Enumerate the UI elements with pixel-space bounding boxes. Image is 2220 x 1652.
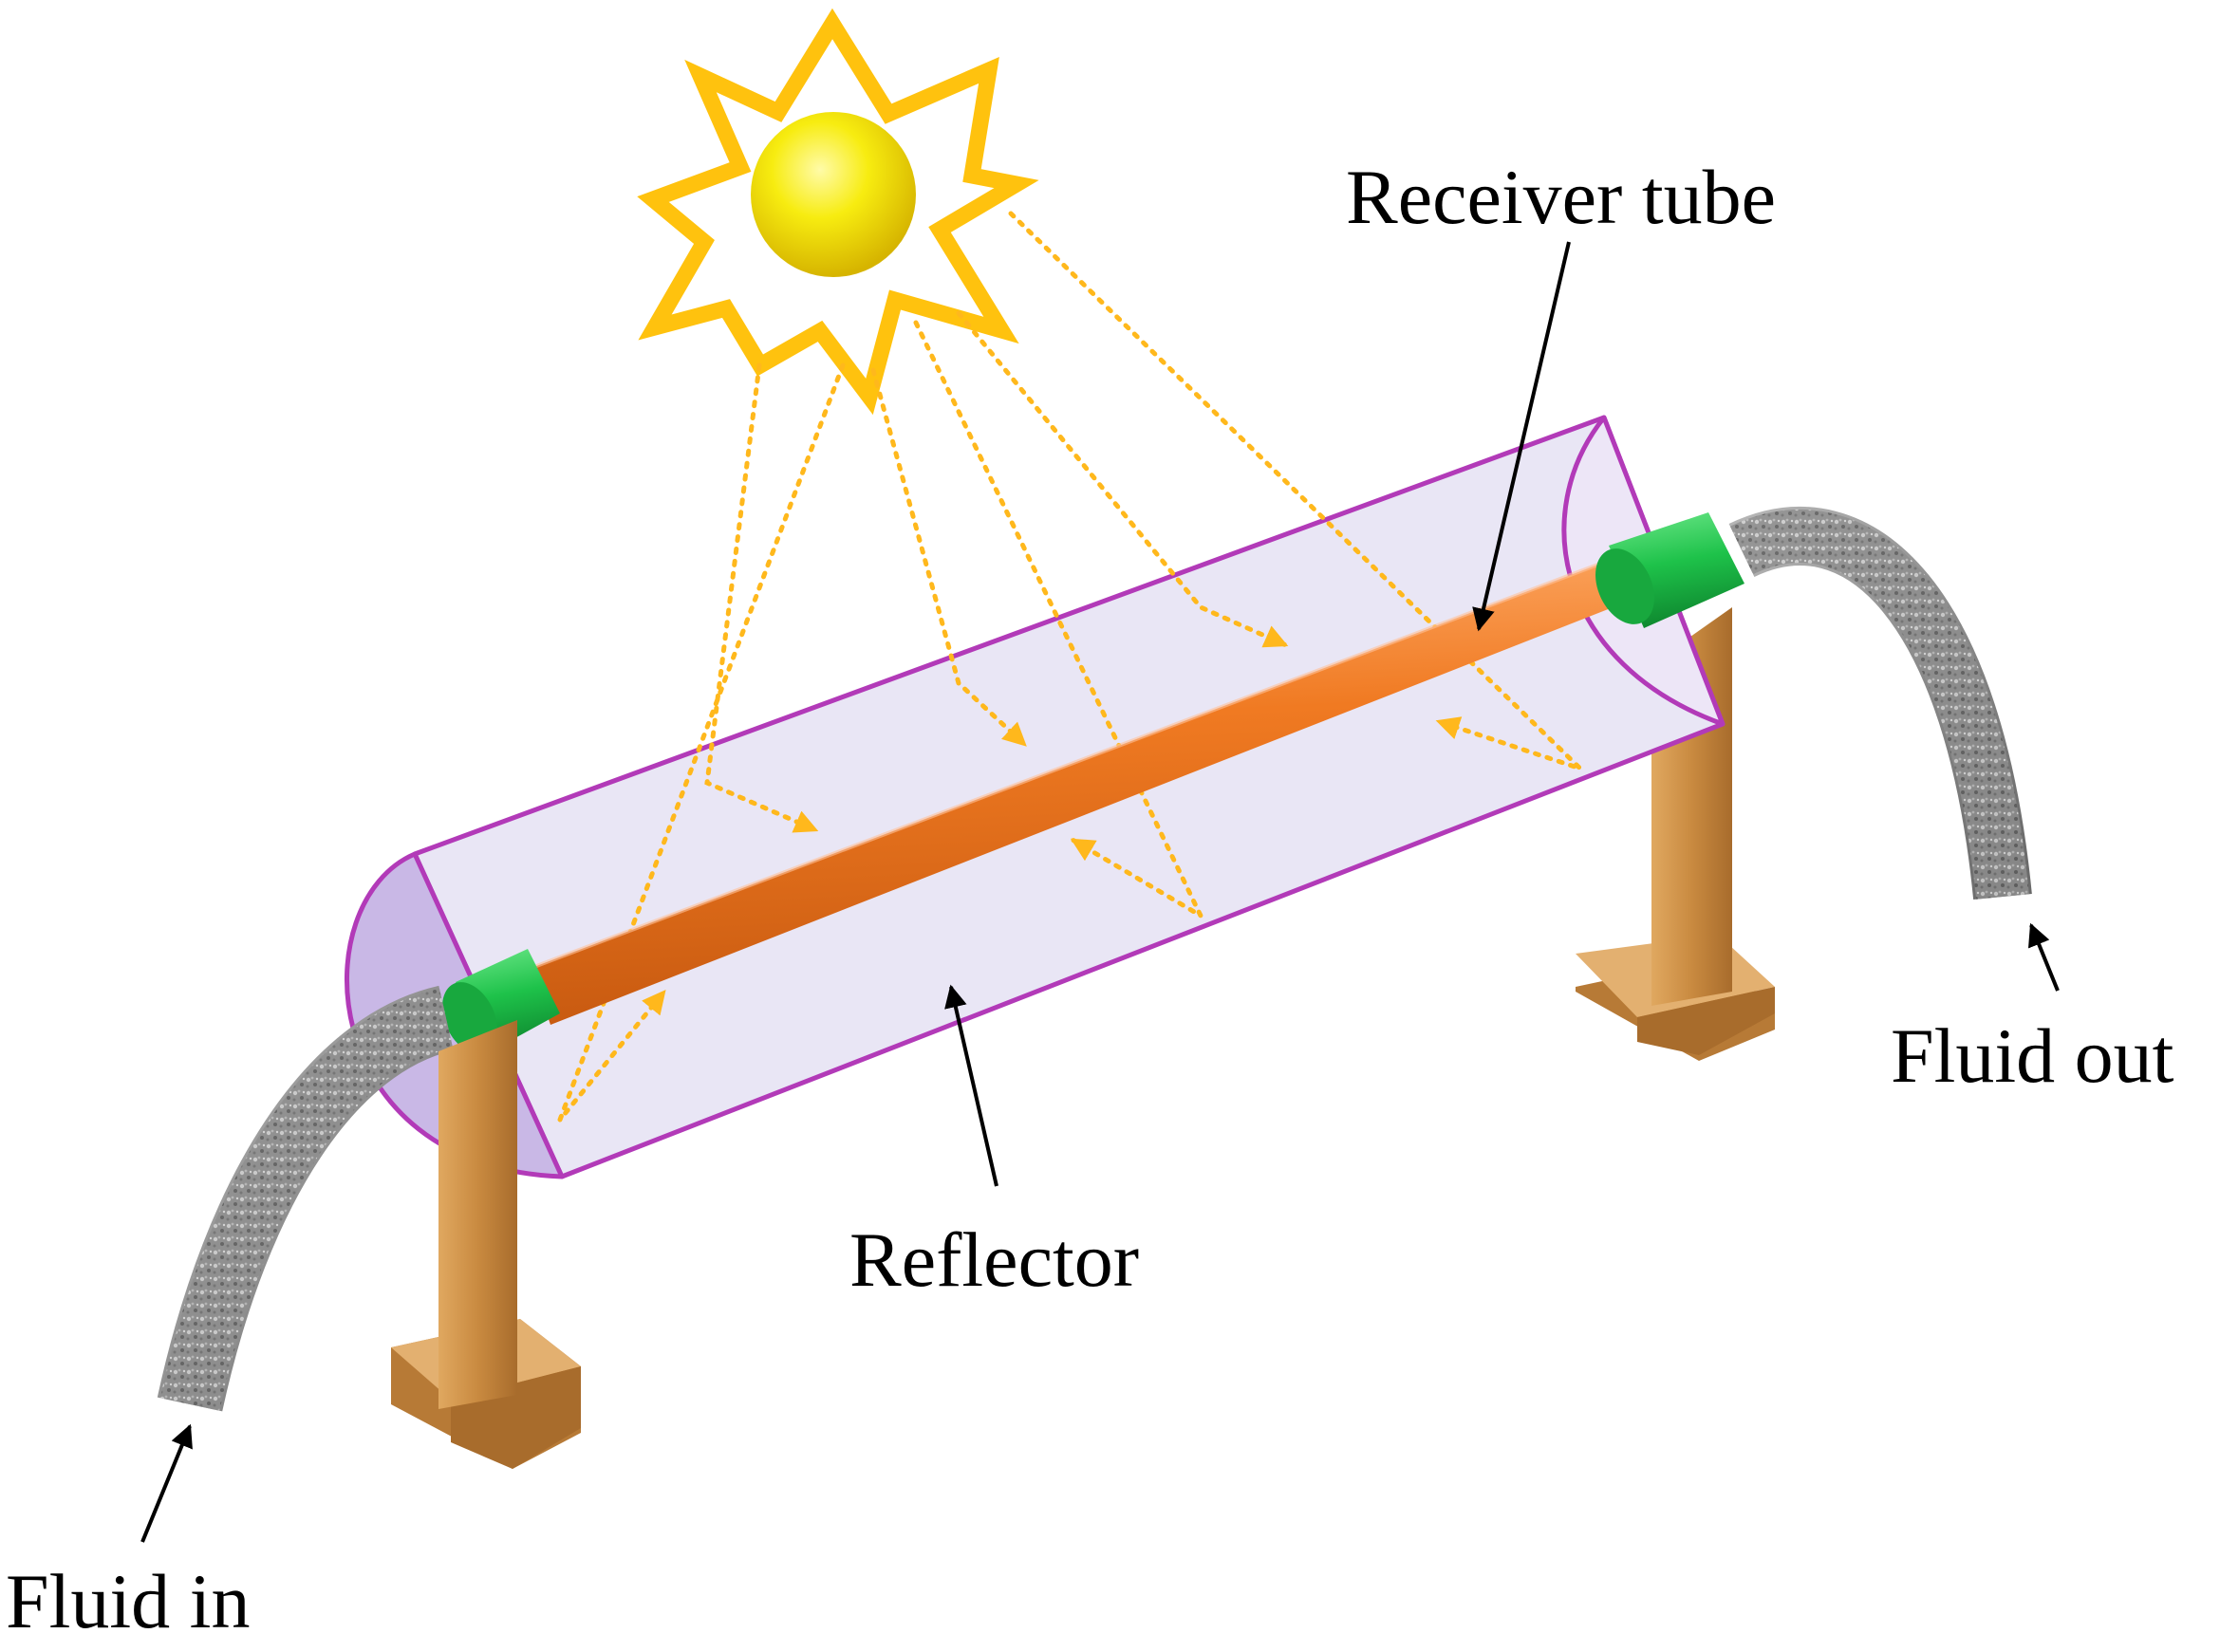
sun-core bbox=[751, 112, 916, 277]
receiver-tube-arrow bbox=[1472, 241, 1571, 632]
sun-icon bbox=[637, 8, 1039, 416]
ray-3 bbox=[870, 367, 1028, 748]
ray-5 bbox=[956, 310, 1289, 648]
outlet-hose bbox=[1728, 507, 2032, 900]
ray-2 bbox=[557, 362, 846, 1122]
solar-rays bbox=[557, 211, 1582, 1122]
callout-arrows bbox=[140, 241, 2060, 1543]
fluid-in-arrow bbox=[140, 1423, 193, 1543]
reflector-arrow bbox=[944, 984, 998, 1187]
reflector-label: Reflector bbox=[849, 1216, 1139, 1303]
left-support-stand bbox=[391, 1020, 581, 1469]
receiver-tube-label: Receiver tube bbox=[1346, 154, 1776, 240]
inlet-hose bbox=[157, 985, 455, 1412]
fluid-in-label: Fluid in bbox=[6, 1558, 250, 1644]
ray-6 bbox=[1008, 211, 1582, 771]
right-end-fitting bbox=[1595, 512, 1744, 628]
ray-1 bbox=[704, 362, 819, 833]
right-support-stand bbox=[1576, 607, 1775, 1061]
ray-4 bbox=[913, 320, 1206, 922]
fluid-out-arrow bbox=[2028, 922, 2060, 992]
fluid-out-label: Fluid out bbox=[1891, 1012, 2174, 1099]
